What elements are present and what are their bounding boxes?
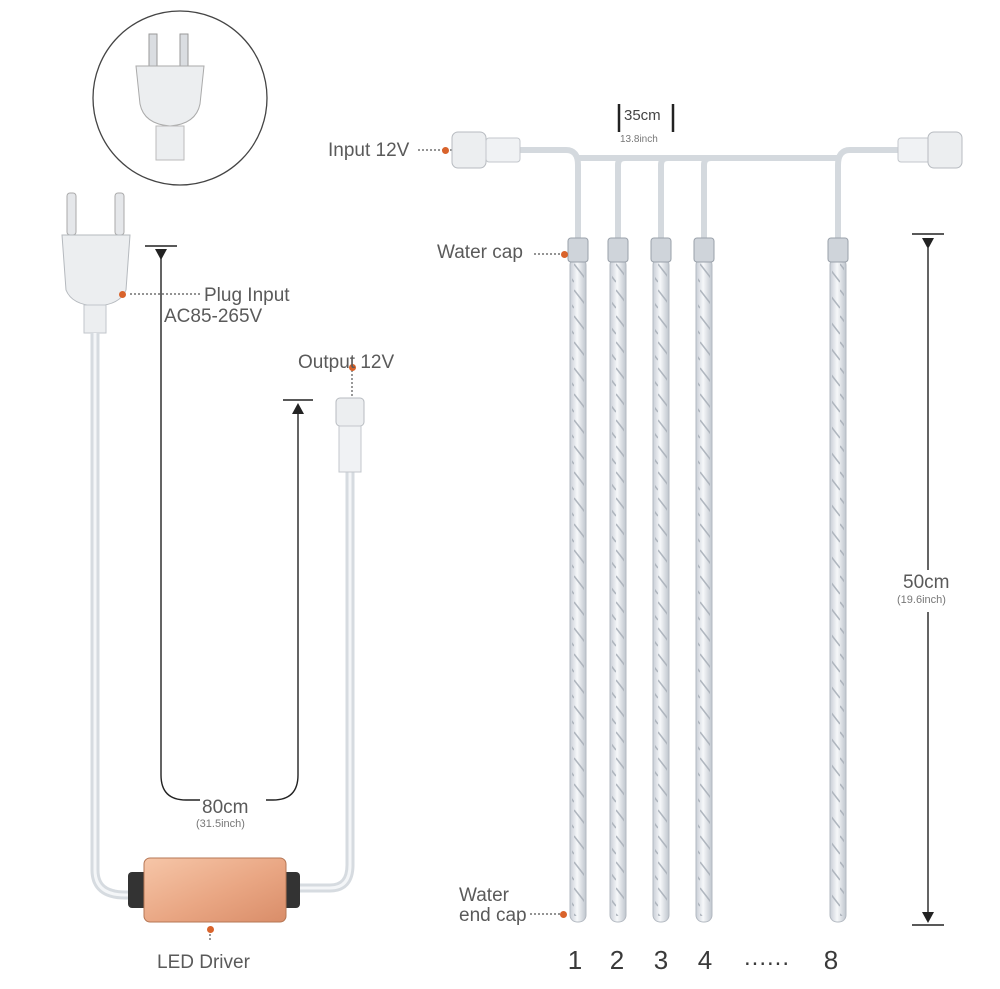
led-tube-3 [650, 237, 672, 923]
spacing-cm: 35cm [624, 107, 661, 124]
led-tube-4 [693, 237, 715, 923]
water-end-cap-label-1: Water [459, 885, 509, 906]
tube-number-2: 2 [609, 945, 625, 975]
tube-ellipsis: ...... [744, 944, 791, 971]
tube-length-cm: 50cm [903, 572, 950, 593]
spacing-inch: 13.8inch [620, 134, 658, 145]
led-driver-label: LED Driver [157, 952, 250, 973]
water-cap-marker [561, 251, 568, 258]
output-marker [349, 364, 356, 371]
input-connector-right [897, 131, 963, 169]
output-connector [335, 397, 365, 473]
water-cap-label: Water cap [437, 242, 523, 263]
input-marker [442, 147, 449, 154]
plug-voltage-label: AC85-265V [164, 306, 263, 327]
led-tube-2 [607, 237, 629, 923]
top-cable [518, 147, 935, 238]
spacing-dimension [617, 104, 675, 132]
euro-plug [61, 192, 131, 334]
output-label: Output 12V [298, 352, 395, 373]
tube-length-dimension [912, 233, 944, 926]
cable-length-dimension [145, 245, 313, 801]
cable-length-inch: (31.5inch) [196, 818, 245, 830]
tube-number-4: 4 [697, 945, 713, 975]
plug-input-marker [119, 291, 126, 298]
led-driver [128, 857, 300, 923]
led-tube-5 [827, 237, 849, 923]
input-connector-left [451, 131, 521, 169]
led-tubes [567, 237, 849, 923]
plug-input-label: Plug Input [204, 285, 290, 306]
water-end-cap-marker [560, 911, 567, 918]
cable-length-cm: 80cm [202, 797, 249, 818]
plug-closeup [92, 10, 268, 186]
led-tube-1 [567, 237, 589, 923]
input-label: Input 12V [328, 140, 410, 161]
tube-number-8: 8 [823, 945, 839, 975]
tube-number-3: 3 [653, 945, 669, 975]
driver-marker [207, 926, 214, 933]
tube-number-1: 1 [567, 945, 583, 975]
tube-length-inch: (19.6inch) [897, 594, 946, 606]
water-end-cap-label-2: end cap [459, 905, 527, 926]
